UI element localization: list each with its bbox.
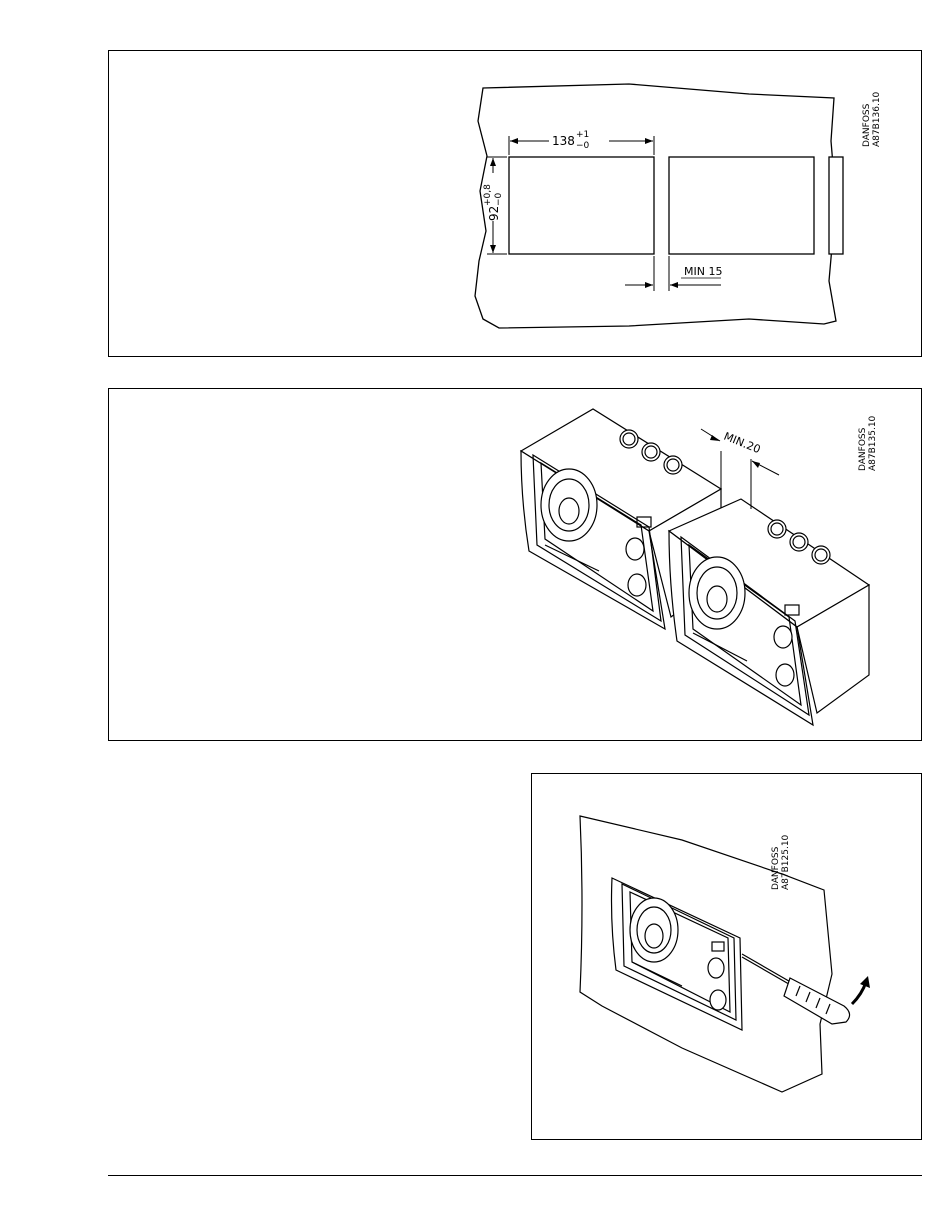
cutout-1 <box>509 157 654 254</box>
min-spacing-label: MIN 15 <box>684 265 722 278</box>
side-by-side-drawing: MIN.20 DANFOSS A87B135.10 <box>109 389 923 742</box>
ref-brand: DANFOSS <box>771 846 781 890</box>
figure-screw-mounting: DANFOSS A87B125.10 <box>531 773 922 1140</box>
unit-2 <box>669 499 869 725</box>
height-tol-upper: +0,8 <box>483 184 493 206</box>
cutout-3-partial <box>829 157 843 254</box>
figure-side-by-side: MIN.20 DANFOSS A87B135.10 <box>108 388 922 741</box>
height-base: 92 <box>487 206 501 221</box>
screw-mounting-drawing: DANFOSS A87B125.10 <box>532 774 923 1141</box>
cutout-2 <box>669 157 814 254</box>
width-tol-lower: −0 <box>576 141 590 151</box>
height-tol-lower: −0 <box>494 192 504 206</box>
footer-rule <box>108 1175 922 1176</box>
figure-panel-cutout: 138 +1 −0 92 +0,8 −0 MIN 15 DANFOSS A87B… <box>108 50 922 357</box>
ref-code: A87B135.10 <box>868 415 878 471</box>
width-base: 138 <box>552 134 575 148</box>
cutout-drawing: 138 +1 −0 92 +0,8 −0 MIN 15 DANFOSS A87B… <box>109 51 923 358</box>
ref-code: A87B125.10 <box>781 834 791 890</box>
ref-code: A87B136.10 <box>872 91 882 147</box>
width-tol-upper: +1 <box>576 130 589 140</box>
min-spacing-label: MIN.20 <box>722 430 763 456</box>
ref-brand: DANFOSS <box>858 427 868 471</box>
ref-brand: DANFOSS <box>862 103 872 147</box>
